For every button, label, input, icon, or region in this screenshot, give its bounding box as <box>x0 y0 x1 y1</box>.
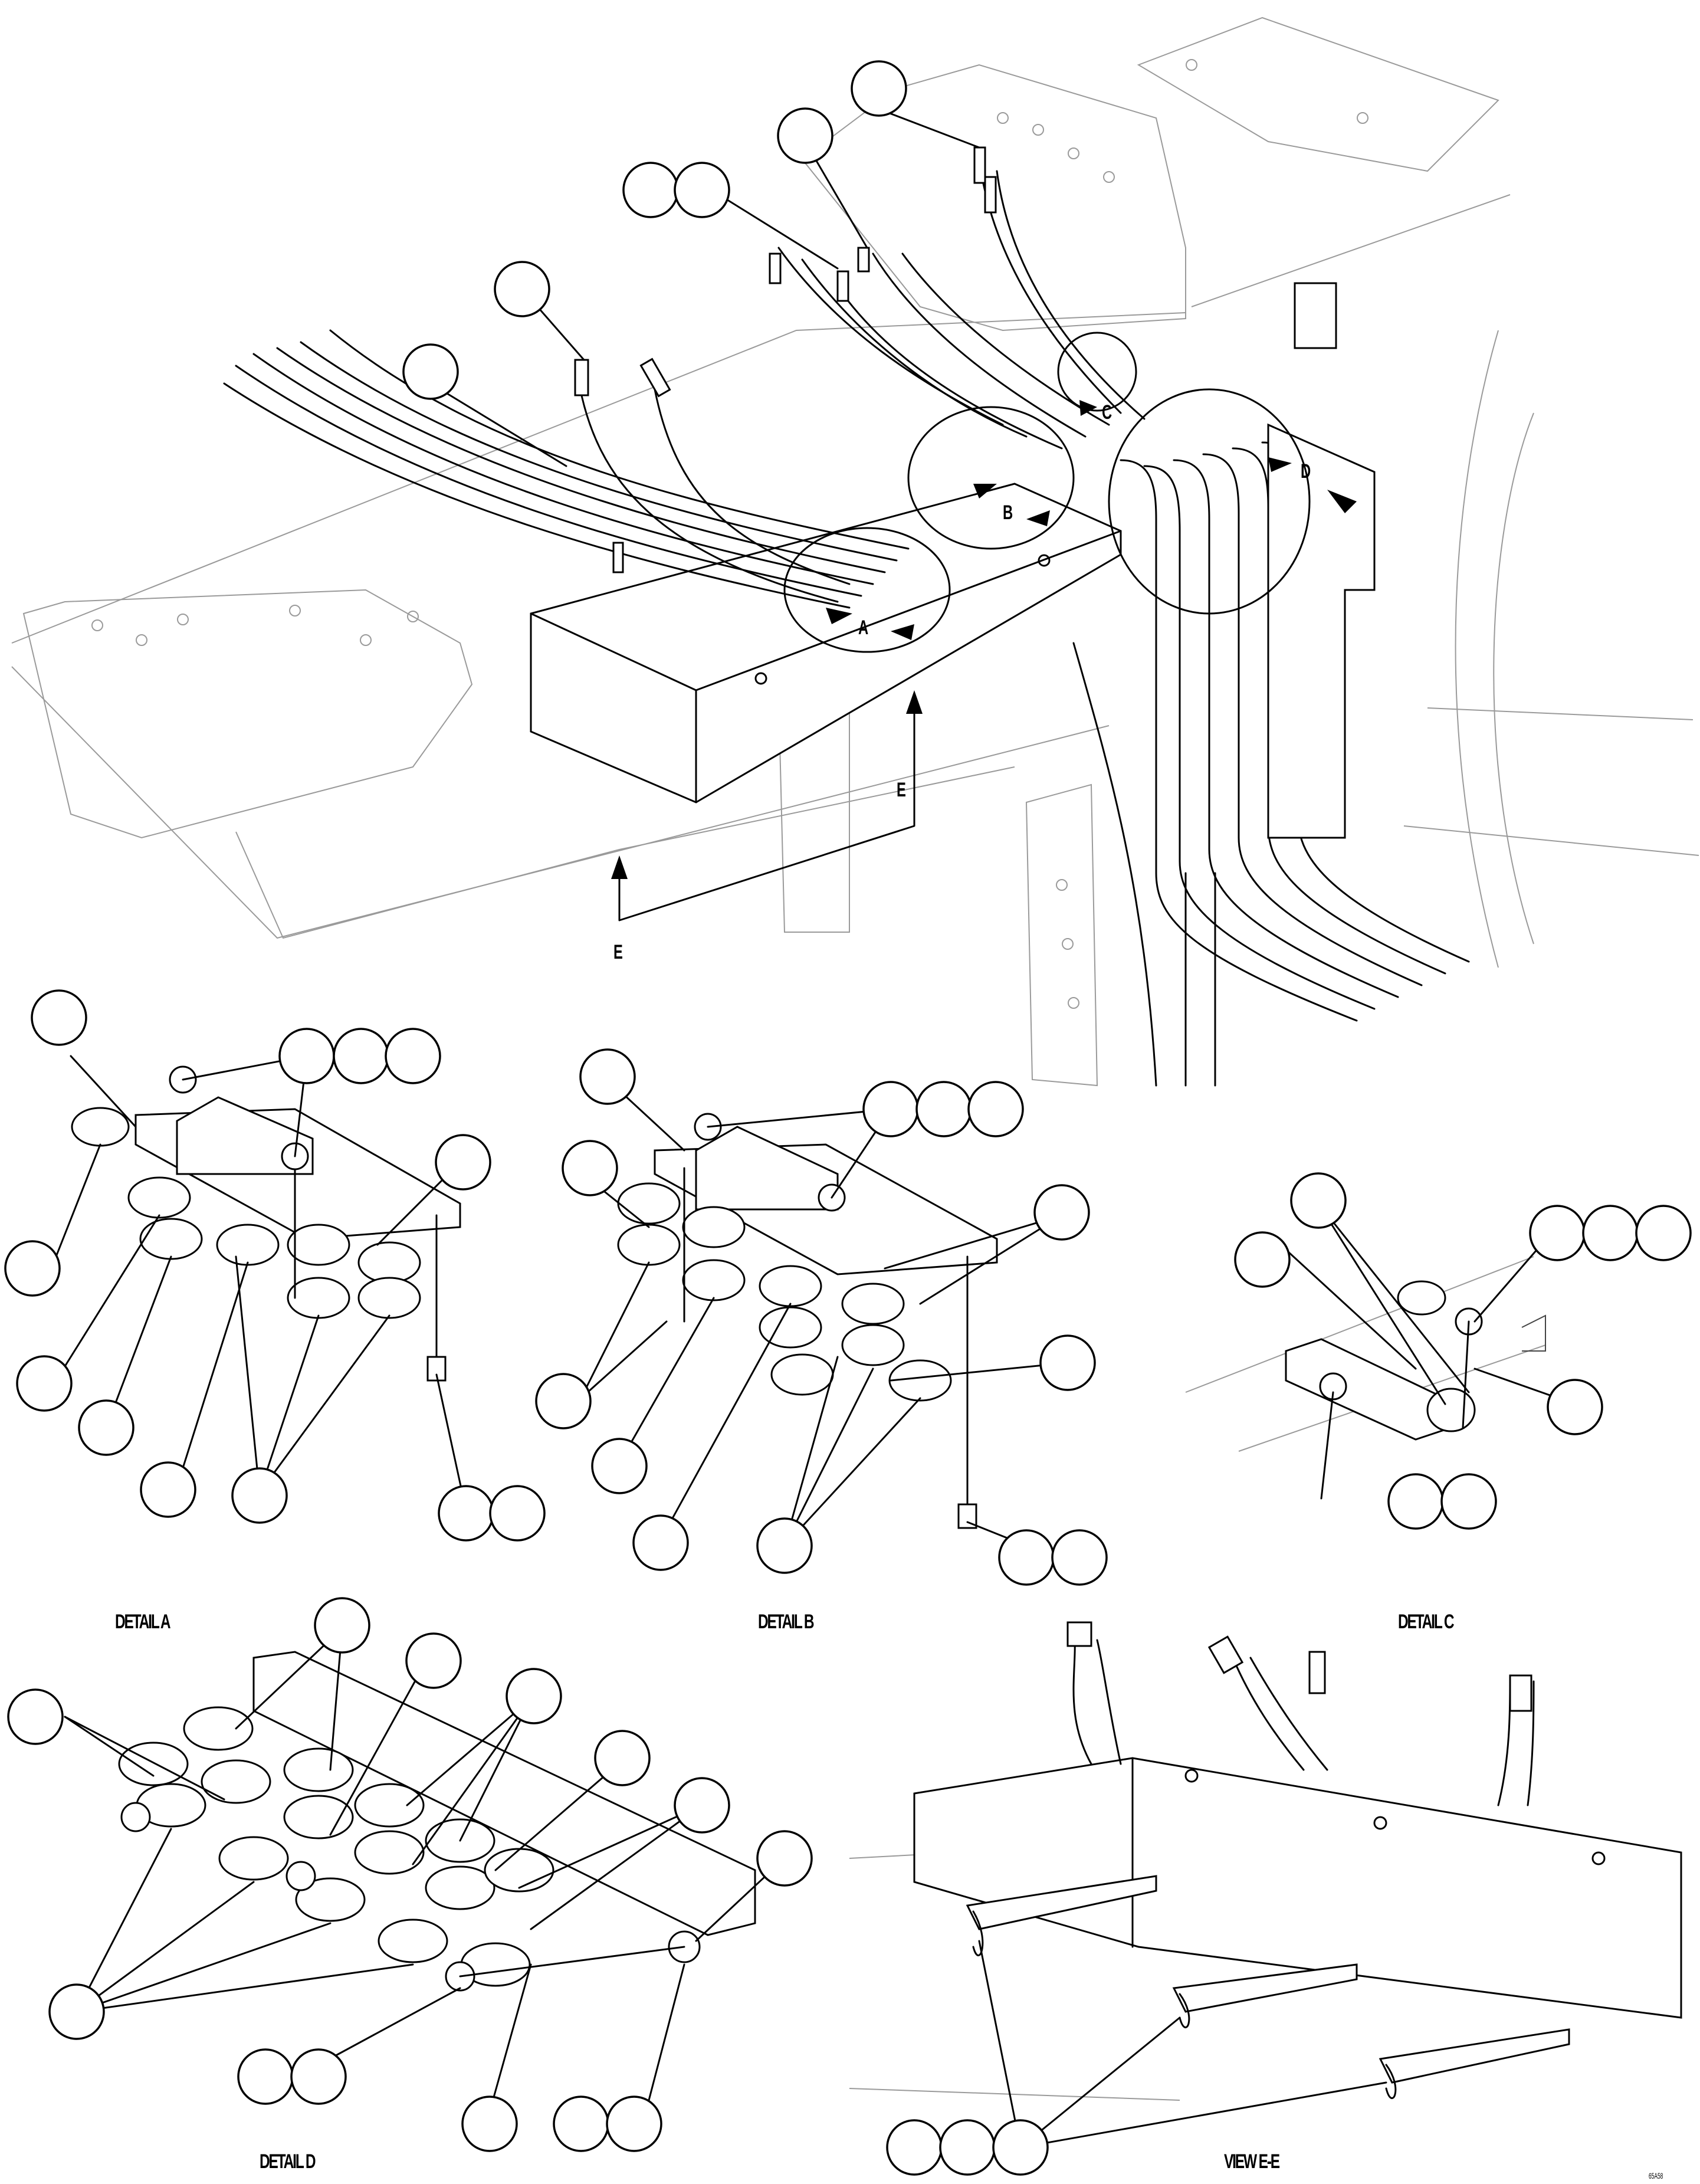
detail-b-drawing <box>535 1048 1108 1586</box>
caption-detail-b: DETAIL B <box>758 1611 814 1633</box>
callout-bubble <box>562 1140 618 1196</box>
figure-code: 65A58 <box>1649 2171 1663 2180</box>
callout-bubble <box>1529 1205 1586 1261</box>
callout-bubble <box>1387 1473 1444 1530</box>
callout-bubble <box>231 1467 288 1524</box>
caption-detail-d: DETAIL D <box>260 2150 316 2173</box>
section-label-e-lower: E <box>613 941 623 963</box>
callout-bubble <box>385 1028 441 1084</box>
view-ee-drawing <box>849 1621 1682 2176</box>
callout-bubble <box>606 2096 662 2152</box>
detail-c-drawing <box>1185 1172 1692 1530</box>
callout-bubble <box>494 261 550 317</box>
callout-bubble <box>489 1485 546 1542</box>
callout-bubble <box>290 2048 347 2105</box>
hose-fittings <box>574 146 1337 573</box>
caption-detail-c: DETAIL C <box>1398 1611 1454 1633</box>
callout-bubble <box>535 1373 592 1429</box>
callout-bubble <box>405 1632 462 1689</box>
caption-detail-a: DETAIL A <box>115 1611 171 1633</box>
machine-frame-outline <box>11 17 1699 1087</box>
callout-bubble <box>998 1529 1055 1586</box>
callout-bubble <box>1234 1231 1291 1288</box>
callout-bubble <box>777 107 833 164</box>
callout-bubble <box>1051 1529 1108 1586</box>
section-label-c: C <box>1102 401 1112 424</box>
callout-bubble <box>992 2119 1049 2176</box>
callout-bubble <box>756 1517 813 1574</box>
callout-bubble <box>438 1485 494 1542</box>
callout-bubble <box>862 1081 919 1137</box>
callout-bubble <box>402 343 459 400</box>
callout-bubble <box>579 1048 636 1105</box>
callout-bubble <box>140 1461 196 1518</box>
callout-bubble <box>1290 1172 1347 1229</box>
callout-bubble <box>461 2096 518 2152</box>
callout-bubble <box>632 1514 689 1571</box>
section-label-e-upper: E <box>897 779 906 801</box>
callout-bubble <box>1039 1334 1096 1391</box>
callout-bubble <box>591 1438 648 1494</box>
callout-bubble <box>333 1028 389 1084</box>
callout-bubble <box>78 1399 134 1456</box>
callout-bubble <box>4 1240 61 1297</box>
caption-view-ee: VIEW E-E <box>1224 2150 1280 2173</box>
detail-a-drawing <box>4 989 546 1542</box>
callout-bubble <box>314 1597 370 1654</box>
detail-callout-rings <box>783 332 1311 653</box>
callout-bubble <box>967 1081 1024 1137</box>
callout-bubble <box>1635 1205 1692 1261</box>
callout-bubble <box>506 1668 562 1724</box>
callout-bubble <box>237 2048 294 2105</box>
callout-bubble <box>1582 1205 1639 1261</box>
callout-bubble <box>1440 1473 1497 1530</box>
callout-bubble <box>1033 1184 1090 1241</box>
section-arrows <box>611 400 1357 922</box>
callout-group-main <box>402 60 980 467</box>
callout-bubble <box>622 162 679 218</box>
callout-bubble <box>16 1355 73 1412</box>
callout-bubble <box>435 1134 491 1191</box>
section-label-d: D <box>1301 460 1311 483</box>
callout-bubble <box>674 1777 730 1834</box>
hose-bundle-left <box>223 329 910 609</box>
callout-bubble <box>31 989 87 1046</box>
section-label-b: B <box>1003 501 1013 524</box>
callout-bubble <box>7 1688 64 1745</box>
detail-d-drawing <box>7 1597 813 2152</box>
section-label-a: A <box>858 616 869 639</box>
hose-bundle-upper <box>777 158 1146 450</box>
callout-bubble <box>915 1081 972 1137</box>
mounting-plate <box>1267 423 1376 839</box>
callout-bubble <box>278 1028 335 1084</box>
callout-bubble <box>594 1730 651 1786</box>
callout-bubble <box>674 162 730 218</box>
callout-bubble <box>756 1830 813 1887</box>
callout-bubble <box>48 1983 105 2040</box>
callout-bubble <box>1547 1379 1603 1435</box>
callout-bubble <box>851 60 907 117</box>
callout-bubble <box>553 2096 609 2152</box>
callout-bubble <box>939 2119 996 2176</box>
callout-bubble <box>886 2119 943 2176</box>
